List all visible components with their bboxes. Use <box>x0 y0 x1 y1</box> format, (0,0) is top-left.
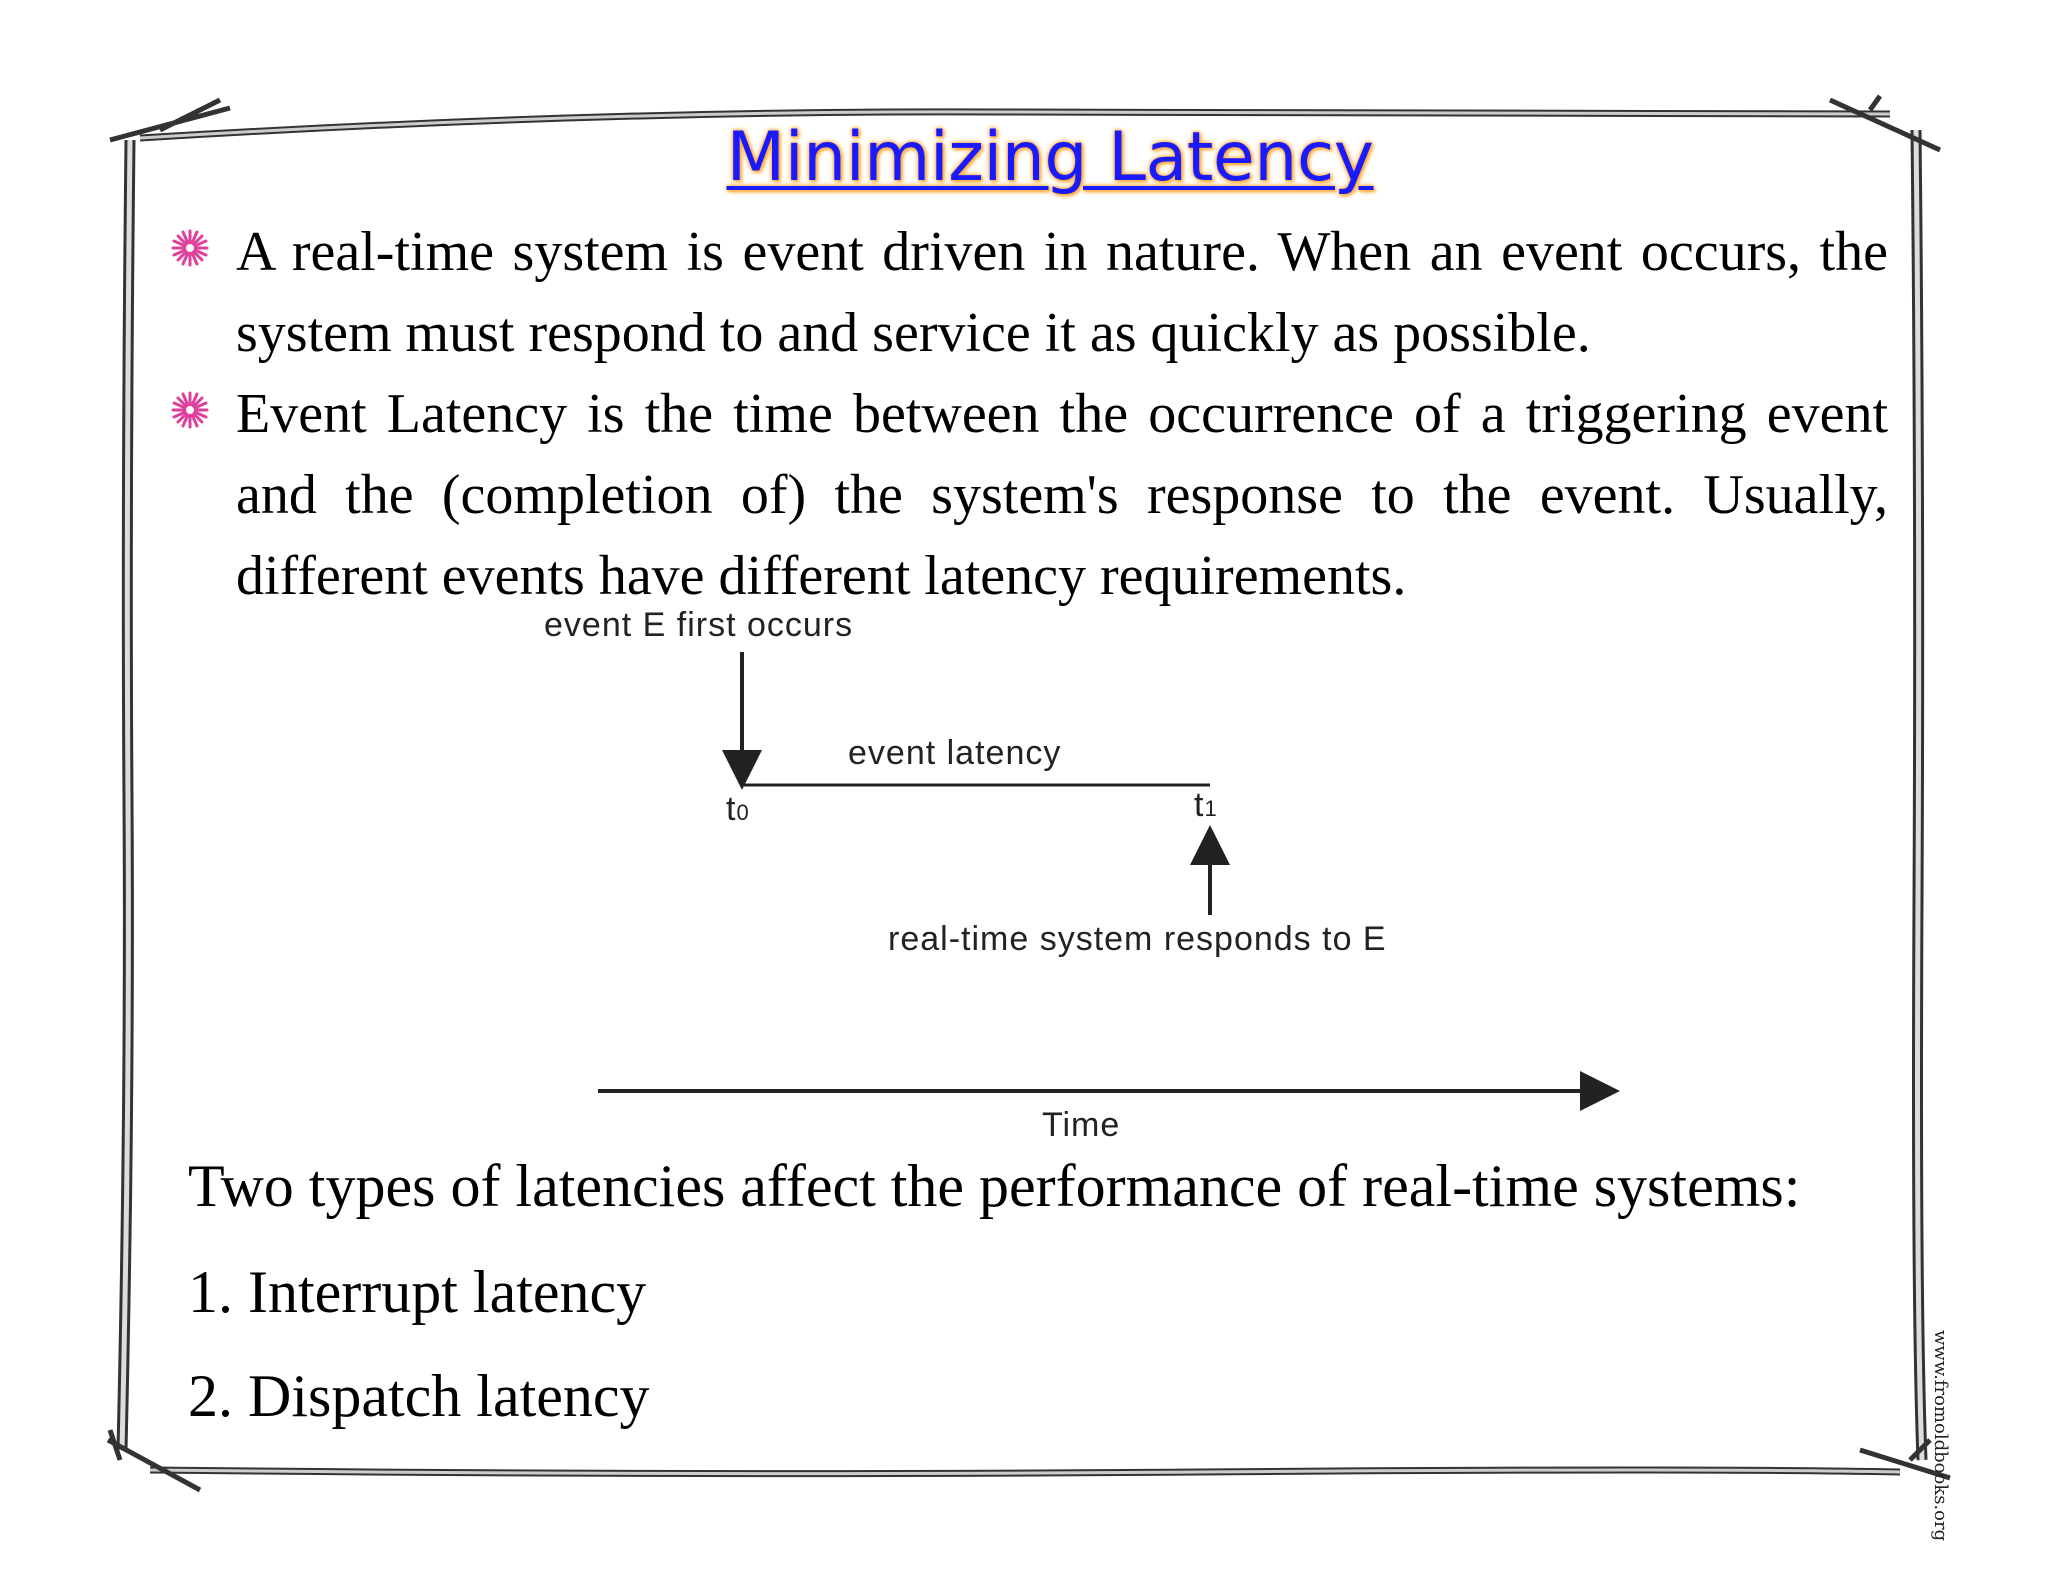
t0-label: t0 <box>726 790 750 829</box>
t1-base: t <box>1194 786 1205 824</box>
time-axis-label: Time <box>1042 1106 1121 1144</box>
t1-subscript: 1 <box>1204 796 1218 821</box>
bullet-text-2: Event Latency is the time between the oc… <box>236 383 1888 607</box>
summary-text: Two types of latencies affect the perfor… <box>188 1153 1801 1219</box>
event-latency-label: event latency <box>848 734 1062 772</box>
watermark: www.fromoldbooks.org <box>1930 1330 1951 1542</box>
t0-subscript: 0 <box>736 800 750 825</box>
list-item: 1. Interrupt latency <box>188 1259 647 1325</box>
flower-bullet-icon <box>170 390 210 436</box>
t1-label: t1 <box>1194 786 1218 825</box>
event-occurs-label: event E first occurs <box>544 606 854 644</box>
list-item: 2. Dispatch latency <box>188 1363 650 1429</box>
t0-base: t <box>726 790 737 828</box>
flower-bullet-icon <box>170 228 210 274</box>
slide-title: Minimizing Latency <box>726 118 1374 197</box>
response-label: real-time system responds to E <box>888 920 1387 958</box>
bullet-text-1: A real-time system is event driven in na… <box>236 221 1888 364</box>
